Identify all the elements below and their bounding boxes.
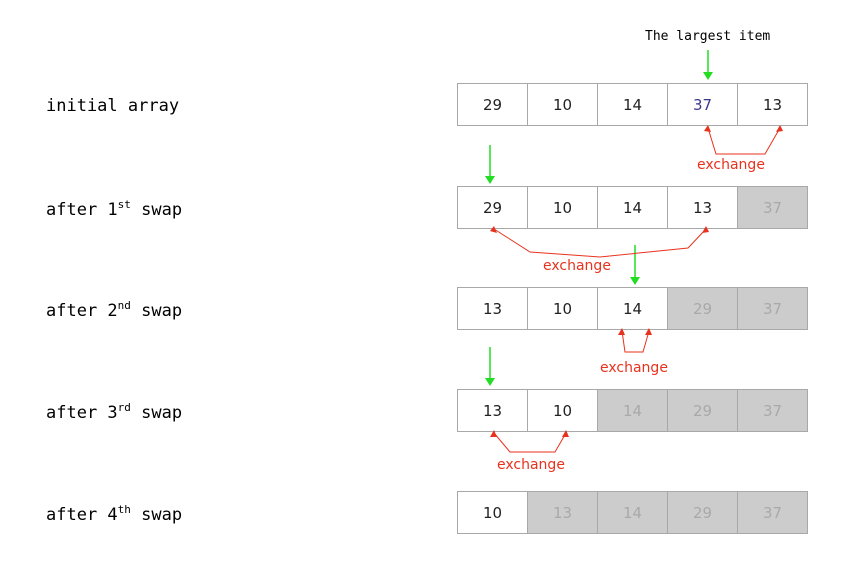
- exchange-label: exchange: [543, 258, 611, 274]
- array-cell: 29: [667, 389, 738, 432]
- green-down-arrow-icon: [630, 245, 640, 285]
- array-after-swap-4: 10 13 14 29 37: [457, 491, 808, 534]
- exchange-arrow-icon: [490, 226, 709, 258]
- array-cell: 29: [667, 287, 738, 330]
- array-cell: 10: [527, 389, 598, 432]
- array-cell: 10: [527, 186, 598, 229]
- array-cell: 37: [737, 491, 808, 534]
- array-cell: 14: [597, 287, 668, 330]
- array-cell: 13: [527, 491, 598, 534]
- array-cell: 37: [737, 186, 808, 229]
- exchange-arrow-icon: [490, 430, 569, 453]
- green-down-arrow-icon: [703, 50, 713, 80]
- row-label-swap-4: after 4th swap: [46, 503, 183, 525]
- exchange-label: exchange: [497, 457, 565, 473]
- exchange-label: exchange: [697, 157, 765, 173]
- exchange-label: exchange: [600, 360, 668, 376]
- row-label-swap-2: after 2nd swap: [46, 299, 183, 321]
- array-cell: 14: [597, 389, 668, 432]
- largest-item-caption: The largest item: [645, 29, 771, 44]
- array-cell: 37: [737, 287, 808, 330]
- array-after-swap-3: 13 10 14 29 37: [457, 389, 808, 432]
- array-cell: 10: [527, 287, 598, 330]
- array-cell: 37: [737, 389, 808, 432]
- array-cell: 29: [667, 491, 738, 534]
- array-cell: 14: [597, 491, 668, 534]
- row-label-swap-1: after 1st swap: [46, 198, 183, 220]
- array-cell: 13: [737, 83, 808, 126]
- array-cell: 29: [457, 186, 528, 229]
- array-after-swap-2: 13 10 14 29 37: [457, 287, 808, 330]
- array-cell: 10: [527, 83, 598, 126]
- row-label-initial: initial array: [46, 96, 180, 116]
- array-cell: 14: [597, 186, 668, 229]
- array-cell: 13: [457, 389, 528, 432]
- array-cell: 10: [457, 491, 528, 534]
- array-cell: 13: [667, 186, 738, 229]
- array-cell: 13: [457, 287, 528, 330]
- green-down-arrow-icon: [485, 347, 495, 386]
- row-label-swap-3: after 3rd swap: [46, 401, 183, 423]
- array-initial: 29 10 14 37 13: [457, 83, 808, 126]
- green-down-arrow-icon: [485, 145, 495, 184]
- array-after-swap-1: 29 10 14 13 37: [457, 186, 808, 229]
- exchange-arrow-icon: [704, 125, 783, 155]
- exchange-arrow-icon: [618, 328, 652, 353]
- array-cell: 29: [457, 83, 528, 126]
